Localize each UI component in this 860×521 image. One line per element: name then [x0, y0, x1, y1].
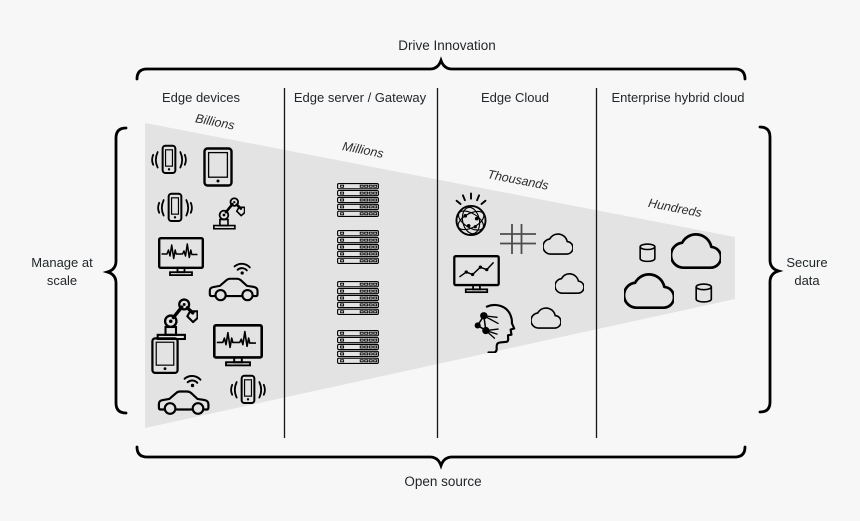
column-header-edge-server: Edge server / Gateway — [293, 90, 427, 105]
cloud-icon — [531, 303, 561, 333]
robot-arm-icon — [211, 194, 245, 230]
server-stack-icon — [337, 230, 379, 264]
column-header-enterprise-hybrid-cloud: Enterprise hybrid cloud — [611, 90, 745, 105]
ai-head-icon — [470, 302, 517, 353]
bottom-brace — [135, 445, 747, 470]
column-header-edge-cloud: Edge Cloud — [481, 90, 549, 105]
left-brace — [102, 126, 128, 415]
robot-arm-icon — [154, 294, 198, 340]
database-icon — [639, 243, 656, 263]
secure-data-label: Secure data — [786, 255, 828, 288]
grid-icon — [499, 223, 537, 255]
top-brace — [135, 56, 747, 81]
cloud-icon — [555, 269, 584, 298]
drive-innovation-label: Drive Innovation — [398, 38, 496, 53]
phone-vibrate-icon — [155, 191, 195, 226]
cloud-icon — [671, 226, 721, 276]
cloud-icon — [543, 229, 573, 259]
monitor-ecg-icon — [213, 324, 263, 366]
phone-vibrate-icon — [228, 373, 268, 408]
funnel-shape — [145, 123, 735, 428]
phone-vibrate-icon — [149, 143, 189, 178]
server-stack-icon — [337, 281, 379, 315]
car-wifi-icon — [207, 259, 261, 301]
server-stack-icon — [337, 330, 379, 364]
car-wifi-icon — [156, 371, 212, 415]
manage-at-scale-label: Manage at scale — [31, 255, 93, 288]
cloud-icon — [624, 266, 674, 316]
tablet-icon — [203, 147, 233, 187]
server-stack-icon — [337, 183, 379, 217]
monitor-chart-icon — [453, 255, 500, 295]
open-source-label: Open source — [404, 474, 482, 489]
tablet-icon — [151, 337, 179, 374]
right-brace — [758, 125, 784, 414]
column-header-edge-devices: Edge devices — [161, 90, 241, 105]
monitor-ecg-icon — [158, 237, 204, 276]
database-icon — [695, 283, 713, 303]
globe-network-icon — [452, 192, 490, 237]
